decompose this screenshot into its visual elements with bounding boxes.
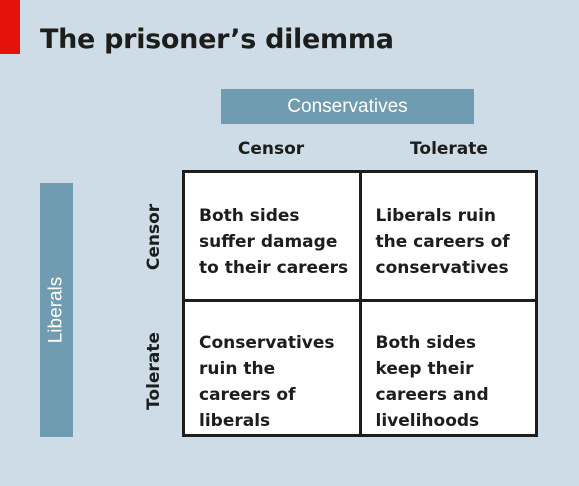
column-player-text: Conservatives: [287, 95, 408, 117]
payoff-matrix: Both sides suffer damage to their career…: [182, 170, 538, 437]
row-player-label: Liberals: [40, 183, 73, 437]
row-header-tolerate-text: Tolerate: [144, 331, 165, 410]
row-header-censor-text: Censor: [144, 203, 165, 270]
column-header-tolerate: Tolerate: [410, 139, 488, 159]
row-player-text: Liberals: [45, 276, 67, 344]
brand-accent-bar: [0, 0, 20, 54]
column-header-censor: Censor: [237, 139, 305, 159]
cell-censor-censor: Both sides suffer damage to their career…: [185, 173, 359, 299]
row-header-tolerate: Tolerate: [137, 304, 171, 437]
row-header-censor: Censor: [137, 170, 171, 303]
cell-tolerate-censor: Conservatives ruin the careers of libera…: [185, 302, 359, 434]
cell-tolerate-tolerate: Both sides keep their careers and liveli…: [361, 302, 535, 434]
cell-censor-tolerate: Liberals ruin the careers of conservativ…: [361, 173, 535, 299]
column-player-label: Conservatives: [221, 89, 474, 124]
diagram-title: The prisoner’s dilemma: [40, 24, 394, 55]
